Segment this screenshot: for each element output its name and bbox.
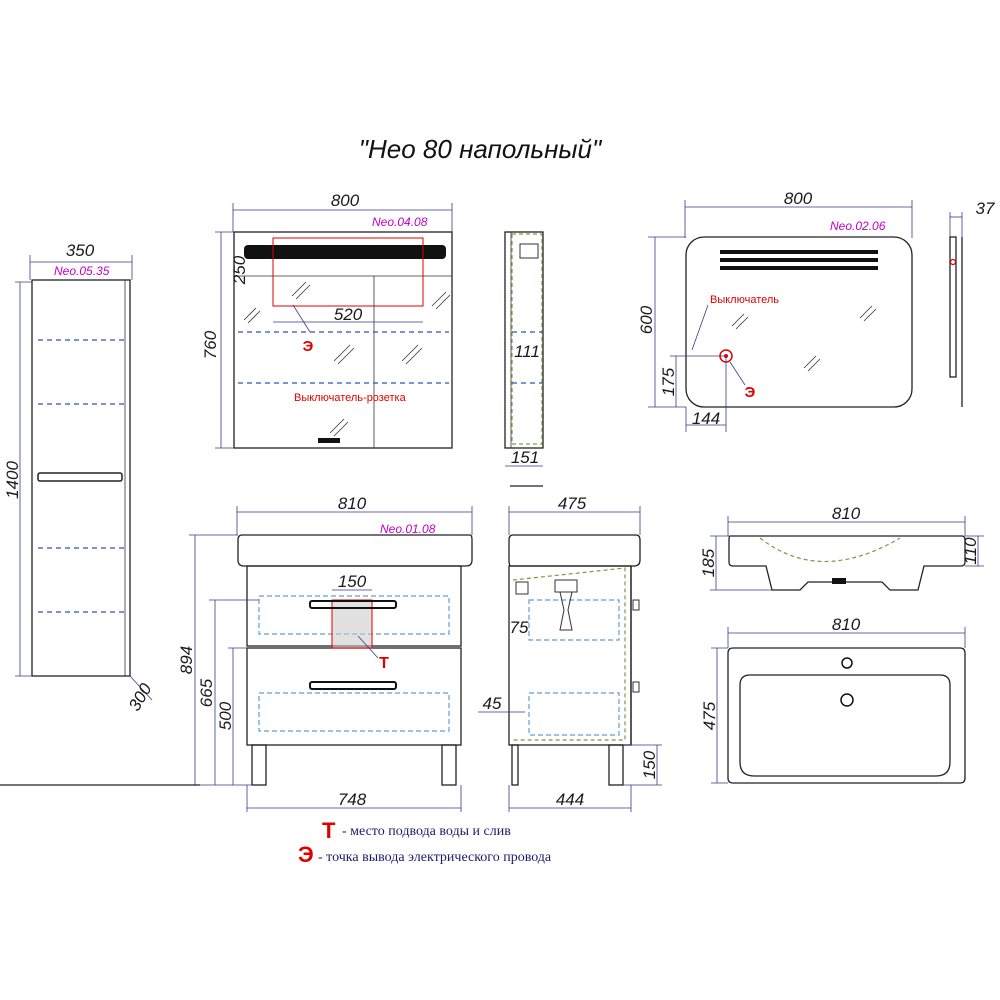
- vanity-front: 810 Neo.01.08 150 Т 894 665 500 748: [177, 494, 473, 812]
- vanity-body-height-label: 665: [197, 678, 216, 707]
- cabinet-depth-label: 151: [511, 448, 539, 467]
- vanity-water-mark: Т: [379, 655, 389, 672]
- led-mirror: 800 Neo.02.06 Выключатель Э 600 175 144: [637, 189, 913, 432]
- vanity-leg-height-label: 150: [640, 750, 659, 779]
- sink-side-view: 810 185 110: [699, 504, 984, 591]
- mirror-height-label: 600: [637, 305, 656, 334]
- mirror-cabinet-side: 111 151: [504, 231, 544, 487]
- legend-electric-text: - точка вывода электрического провода: [318, 850, 552, 865]
- led-mirror-side: 37: [949, 199, 995, 407]
- cabinet-light-width-label: 520: [334, 305, 363, 324]
- sink-top-view: 810 475: [700, 615, 966, 784]
- legend-water-mark: Т: [322, 818, 336, 843]
- sink-side-height-label: 185: [699, 548, 718, 577]
- mirror-outlet-height-label: 175: [659, 367, 678, 396]
- mirror-depth-label: 37: [976, 199, 995, 218]
- column-width-label: 350: [66, 241, 95, 260]
- legend-electric-mark: Э: [298, 842, 314, 867]
- vanity-side: 475 75 45 150 444: [478, 494, 662, 812]
- column-series-label: Neo.05.35: [54, 264, 110, 278]
- mirror-switch-label: Выключатель: [710, 294, 779, 306]
- vanity-series-label: Neo.01.08: [380, 522, 436, 536]
- column-depth-label: 300: [125, 680, 156, 715]
- legend-water-text: - место подвода воды и слив: [342, 824, 511, 839]
- mirror-series-label: Neo.02.06: [830, 219, 886, 233]
- sink-top-depth-label: 475: [700, 701, 719, 730]
- vanity-side-bottom-depth-label: 444: [556, 790, 584, 809]
- sink-side-width-label: 810: [832, 504, 861, 523]
- mirror-electric-mark: Э: [745, 384, 756, 401]
- cabinet-series-label: Neo.04.08: [372, 215, 428, 229]
- vanity-body-width-label: 748: [338, 790, 367, 809]
- cabinet-width-label: 800: [331, 191, 360, 210]
- column-height-label: 1400: [3, 461, 22, 499]
- vanity-bottom-offset-label: 45: [483, 694, 502, 713]
- mirror-width-label: 800: [784, 189, 813, 208]
- cabinet-electric-mark: Э: [303, 338, 314, 355]
- cabinet-light-height-label: 250: [230, 255, 249, 285]
- cabinet-shelf-label: 111: [514, 342, 540, 361]
- cabinet-switch-label: Выключатель-розетка: [294, 392, 407, 404]
- legend: Т - место подвода воды и слив Э - точка …: [298, 818, 552, 867]
- vanity-top-width-label: 810: [338, 494, 367, 513]
- sink-rim-height-label: 110: [961, 537, 980, 565]
- sink-top-width-label: 810: [832, 615, 861, 634]
- cabinet-height-label: 760: [201, 330, 220, 359]
- column-cabinet: 350 Neo.05.35 1400 300: [3, 241, 156, 714]
- vanity-side-top-depth-label: 475: [558, 494, 587, 513]
- mirror-outlet-offset-label: 144: [692, 409, 720, 428]
- vanity-siphon-height-label: 75: [510, 618, 529, 637]
- mirror-cabinet: 800 Neo.04.08 250 520 760 Э Выключатель-…: [201, 191, 453, 449]
- vanity-drawer-height-label: 500: [216, 701, 235, 730]
- vanity-total-height-label: 894: [177, 646, 196, 674]
- drawing-title: "Нео 80 напольный": [359, 134, 603, 164]
- vanity-plumbing-width-label: 150: [338, 572, 367, 591]
